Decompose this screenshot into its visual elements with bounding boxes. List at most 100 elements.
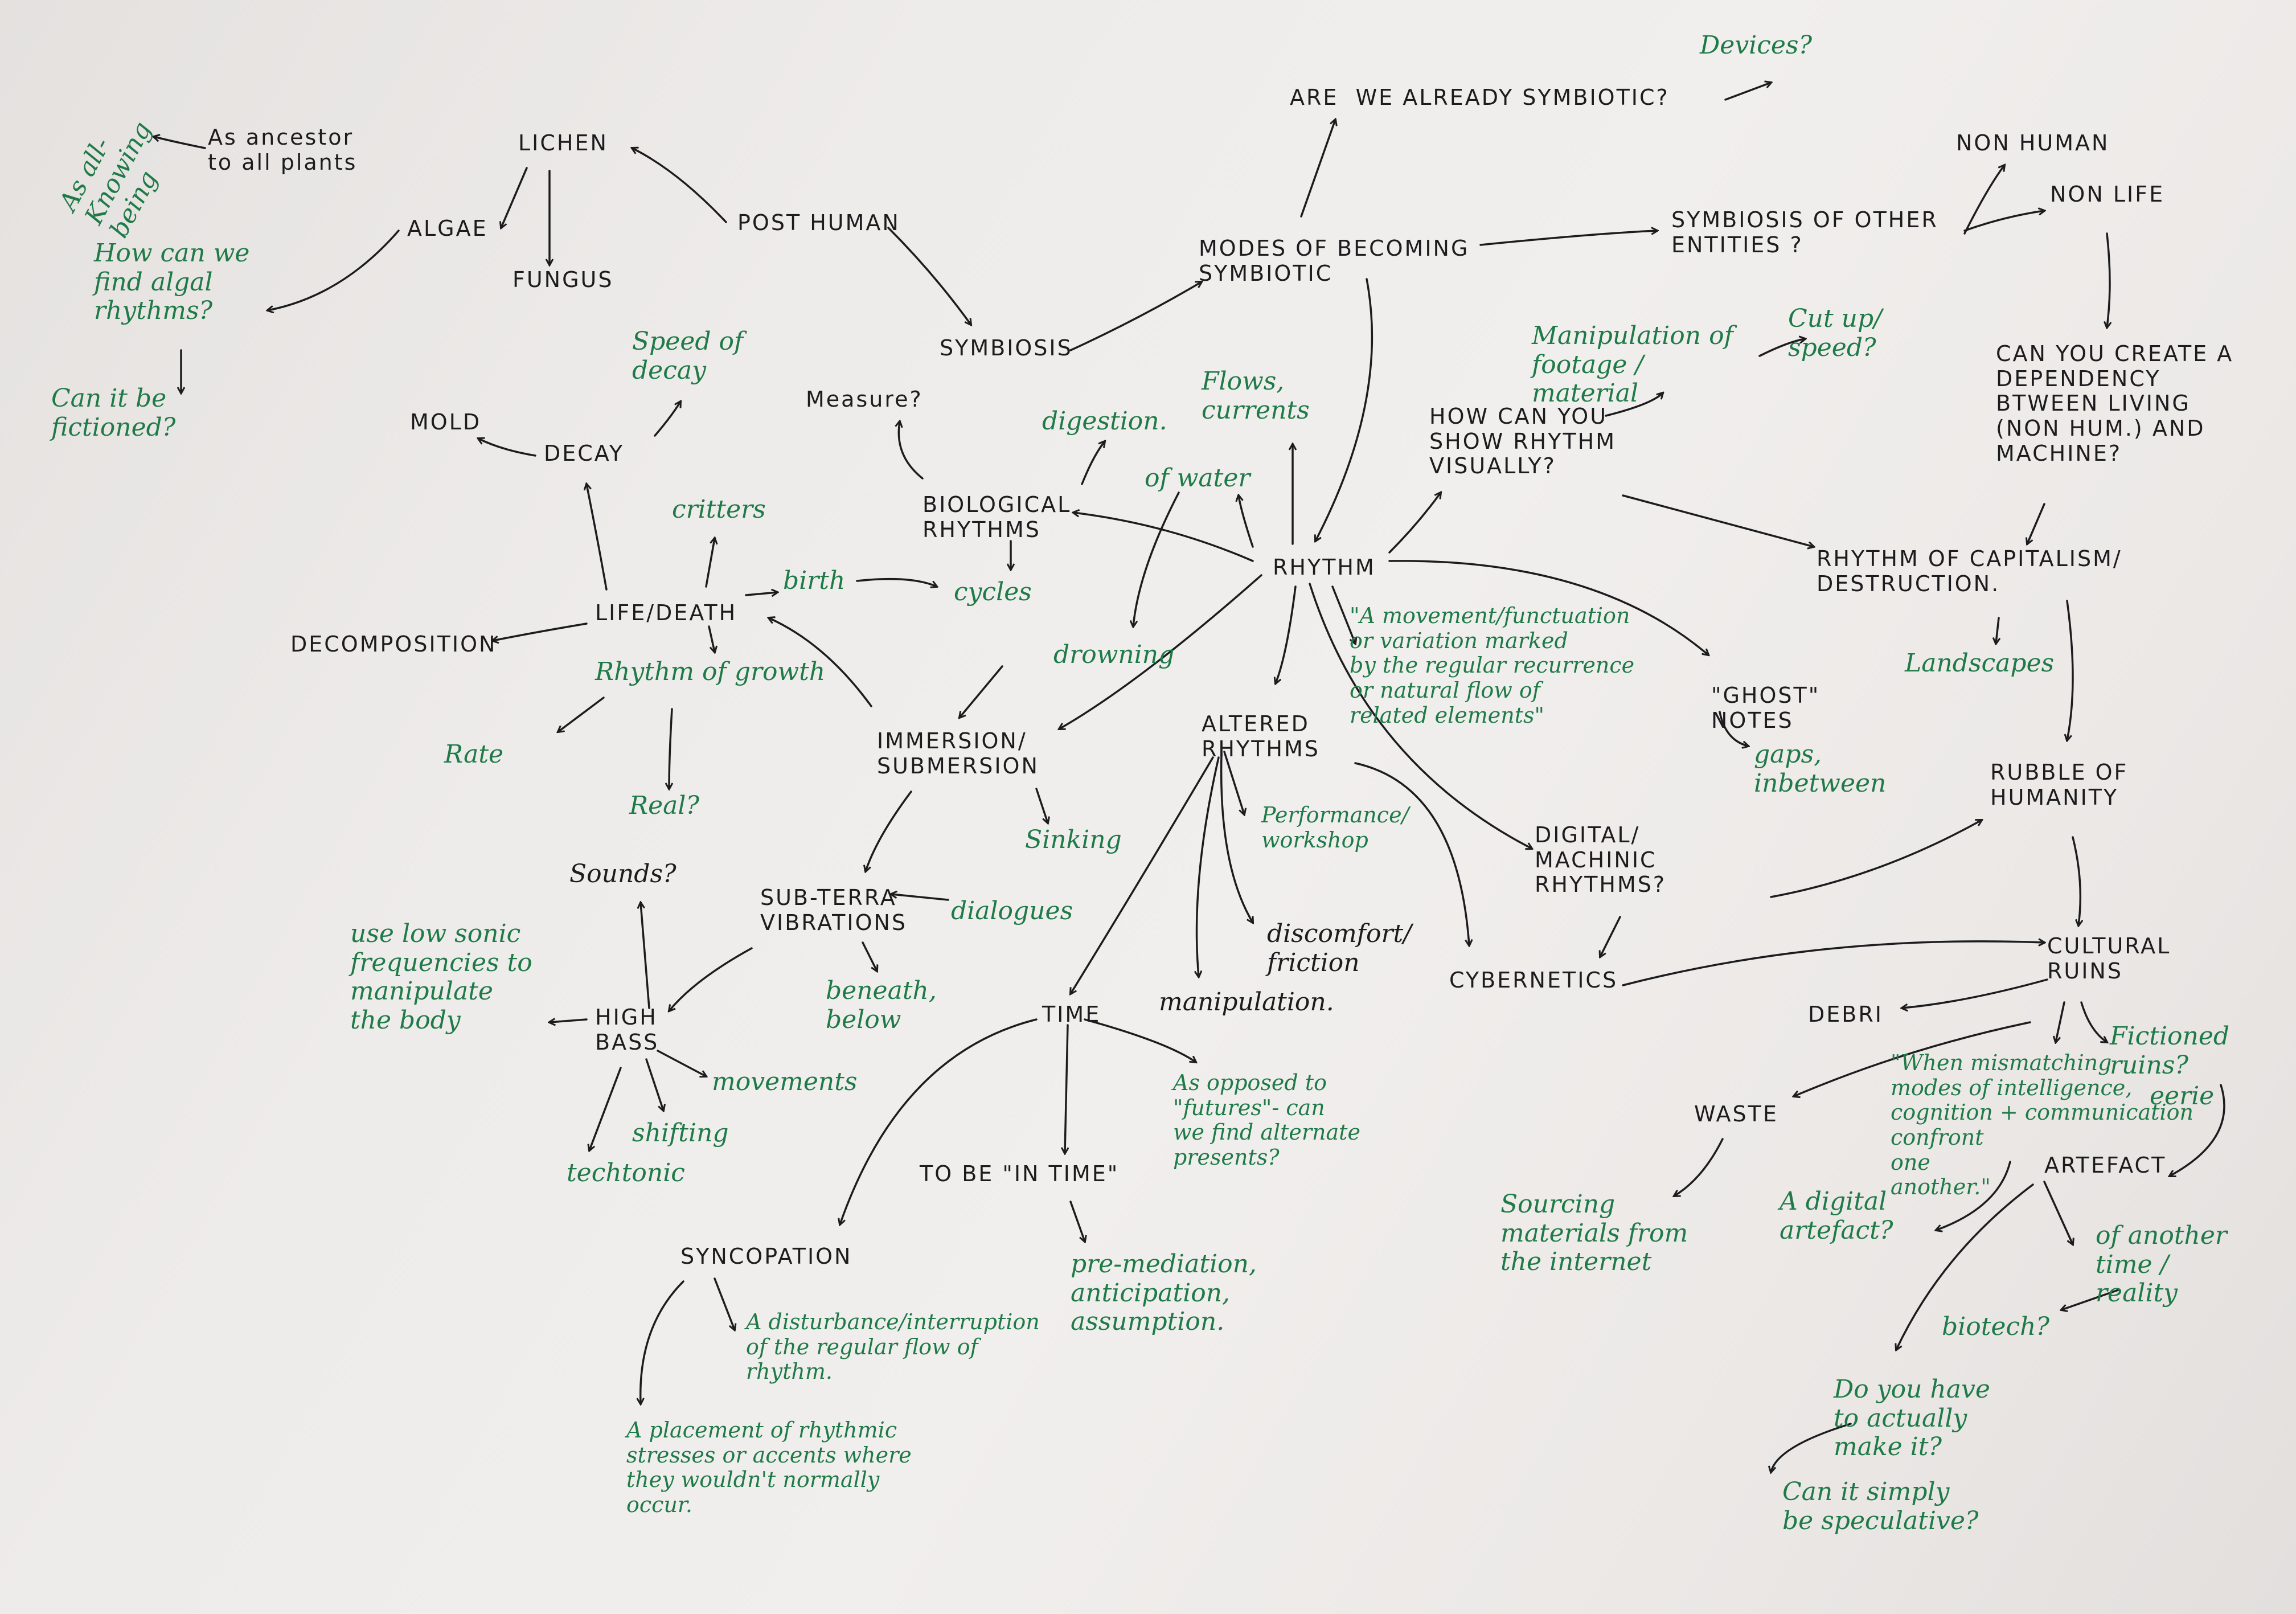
- arrow: [1388, 560, 1708, 655]
- arrow: [2170, 1084, 2225, 1176]
- node-ancestor: As ancestor to all plants: [208, 125, 358, 175]
- node-in-time: TO BE "IN TIME": [920, 1161, 1120, 1186]
- node-definition: "A movement/functuation or variation mar…: [1350, 603, 1635, 728]
- arrow: [493, 622, 588, 641]
- arrow: [1197, 756, 1220, 977]
- arrow: [657, 1050, 706, 1076]
- arrow: [1084, 1018, 1196, 1062]
- arrow: [1133, 491, 1180, 626]
- node-of-water: of water: [1145, 464, 1250, 493]
- node-beneath: beneath, below: [826, 976, 937, 1034]
- node-immersion: IMMERSION/ SUBMERSION: [877, 728, 1039, 779]
- node-biological: BIOLOGICAL RHYTHMS: [922, 492, 1072, 542]
- node-digital: DIGITAL/ MACHINIC RHYTHMS?: [1535, 822, 1667, 898]
- node-high-bass: HIGH BASS: [595, 1005, 659, 1055]
- node-subterra: SUB-TERRA VIBRATIONS: [760, 885, 908, 935]
- node-algal-rhythms: How can we find algal rhythms?: [94, 239, 250, 326]
- arrow: [1071, 756, 1214, 994]
- node-symbiosis: SYMBIOSIS: [940, 335, 1073, 361]
- node-modes: MODES OF BECOMING SYMBIOTIC: [1199, 236, 1470, 286]
- node-make-it: Do you have to actually make it?: [1834, 1375, 1990, 1462]
- arrow: [2061, 1289, 2119, 1310]
- node-gaps: gaps, inbetween: [1754, 740, 1887, 798]
- arrow: [705, 538, 715, 588]
- node-show-rhythm: HOW CAN YOU SHOW RHYTHM VISUALLY?: [1429, 404, 1617, 479]
- node-post-human: POST HUMAN: [737, 210, 900, 235]
- arrow: [1896, 1183, 2034, 1350]
- node-discomfort: discomfort/ friction: [1267, 919, 1412, 977]
- arrow: [1239, 495, 1254, 548]
- arrow: [589, 1067, 622, 1150]
- arrow: [501, 167, 528, 228]
- node-measure: Measure?: [806, 387, 923, 412]
- node-eerie: eerie: [2150, 1082, 2215, 1111]
- node-rubble: RUBBLE OF HUMANITY: [1990, 760, 2129, 810]
- node-fungus: FUNGUS: [512, 267, 614, 292]
- node-sourcing: Sourcing materials from the internet: [1500, 1190, 1688, 1277]
- node-manipulation-footage: Manipulation of footage / material: [1532, 321, 1733, 408]
- arrow: [1354, 762, 1469, 945]
- node-algae: ALGAE: [407, 216, 488, 241]
- arrow: [641, 1280, 684, 1404]
- arrow: [632, 148, 727, 223]
- node-fictioned: Can it be fictioned?: [51, 384, 176, 442]
- arrow: [1770, 820, 1982, 898]
- node-artefact: ARTEFACT: [2044, 1153, 2167, 1178]
- node-another-time: of another time / reality: [2096, 1221, 2227, 1308]
- node-mismatching: "When mismatching modes of intelligence,…: [1891, 1050, 2194, 1200]
- arrow: [1069, 282, 1202, 351]
- node-speculative: Can it simply be speculative?: [1782, 1477, 1979, 1535]
- node-decay: DECAY: [544, 441, 625, 466]
- node-other: SYMBIOSIS OF OTHER ENTITIES ?: [1671, 207, 1938, 257]
- arrow: [1065, 1024, 1068, 1153]
- node-performance: Performance/ workshop: [1261, 802, 1409, 853]
- arrow: [1719, 711, 1748, 746]
- arrow: [1902, 978, 2048, 1008]
- arrow: [1758, 339, 1805, 357]
- node-birth: birth: [783, 566, 846, 595]
- node-waste: WASTE: [1694, 1101, 1778, 1126]
- arrow: [2067, 600, 2074, 740]
- arrow: [1936, 1161, 2011, 1230]
- arrow: [960, 665, 1003, 718]
- arrow: [1073, 513, 1254, 562]
- node-placement: A placement of rhythmic stresses or acce…: [626, 1418, 912, 1518]
- arrow: [654, 402, 680, 437]
- arrow: [769, 618, 872, 707]
- node-techtonic: techtonic: [567, 1158, 685, 1187]
- arrow: [1309, 583, 1532, 849]
- arrow: [866, 790, 912, 871]
- node-flows: Flows, currents: [1202, 367, 1310, 425]
- arrow: [2072, 836, 2080, 925]
- node-time: TIME: [1042, 1002, 1101, 1027]
- node-cybernetics: CYBERNETICS: [1449, 968, 1618, 993]
- node-landscapes: Landscapes: [1905, 649, 2055, 678]
- node-cycles: cycles: [954, 577, 1032, 607]
- arrow: [1276, 585, 1297, 683]
- node-already: ARE WE ALREADY SYMBIOTIC?: [1290, 85, 1670, 110]
- arrow: [2056, 1001, 2065, 1042]
- arrow: [2107, 232, 2110, 327]
- arrow: [1605, 393, 1663, 417]
- node-biotech: biotech?: [1942, 1312, 2050, 1341]
- arrow: [891, 894, 949, 901]
- arrow: [1622, 941, 2044, 986]
- arrow: [645, 1058, 663, 1111]
- arrow: [550, 1019, 588, 1022]
- node-non-life: NON LIFE: [2050, 182, 2165, 207]
- arrow: [558, 697, 605, 732]
- arrow: [1035, 788, 1048, 823]
- arrow: [154, 137, 206, 149]
- arrow: [1963, 211, 2044, 232]
- arrow: [714, 1277, 735, 1330]
- arrow: [1069, 1201, 1085, 1242]
- arrow: [1300, 120, 1335, 218]
- node-non-human: NON HUMAN: [1956, 130, 2110, 155]
- node-premediation: pre-mediation, anticipation, assumption.: [1071, 1250, 1257, 1337]
- node-low-sonic: use low sonic frequencies to manipulate …: [350, 919, 532, 1035]
- arrow: [1963, 165, 2004, 235]
- arrow: [856, 577, 937, 587]
- arrow: [1331, 585, 1355, 644]
- arrow: [669, 708, 672, 789]
